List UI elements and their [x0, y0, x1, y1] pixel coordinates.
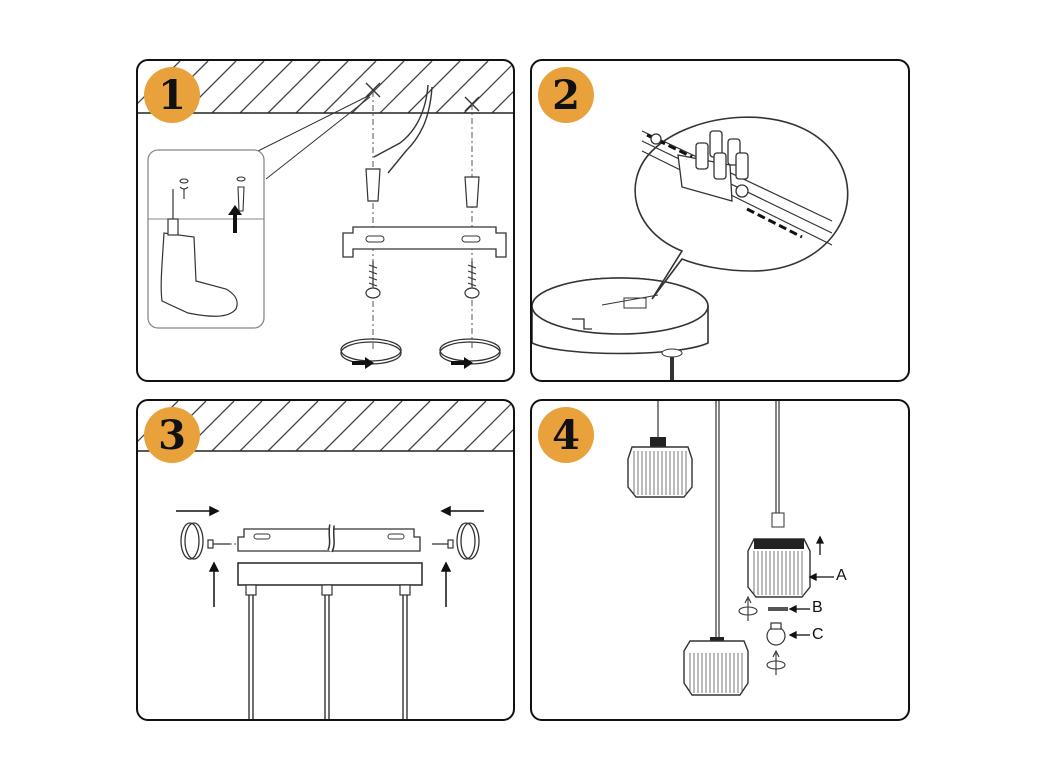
canopy-attach-icon: [138, 401, 513, 719]
step-4-panel: 4 A B C: [530, 399, 910, 721]
step-2-panel: 2: [530, 59, 910, 382]
step-number-badge: 1: [144, 67, 200, 123]
ceiling-hatch: [138, 61, 513, 113]
drill-icon: [160, 189, 238, 317]
mounting-bracket: [342, 226, 507, 258]
pendant-shade: [683, 637, 749, 696]
part-label-b: B: [812, 599, 823, 616]
step-number-badge: 4: [538, 407, 594, 463]
part-label-c: C: [812, 626, 824, 643]
pendant-shade: [627, 437, 693, 498]
step-1-panel: 1: [136, 59, 515, 382]
ceiling-drill-mount-icon: [138, 61, 513, 369]
pendant-shade: [747, 512, 811, 598]
step-number-badge: 3: [144, 407, 200, 463]
part-label-a: A: [836, 567, 847, 584]
zoom-bubble: [634, 116, 849, 300]
ring-b: [768, 607, 788, 611]
pendant-shade-assembly-icon: [627, 401, 834, 696]
bulb-c: [766, 622, 786, 646]
step-3-panel: 3: [136, 399, 515, 721]
wire-connector-icon: [532, 116, 849, 380]
canopy: [237, 562, 423, 586]
step-number-badge: 2: [538, 67, 594, 123]
